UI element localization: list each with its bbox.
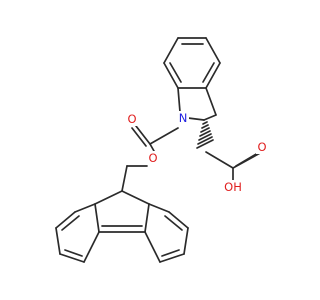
indoline-pyrrolidine-ring: [177, 87, 217, 121]
atom-label-o-ester: O: [147, 151, 159, 165]
chemical-structure-diagram: N O O O OH: [55, 37, 268, 263]
hashed-wedge-bond: [196, 121, 214, 149]
carbamate-linkage: [121, 125, 179, 192]
carbonyl-oxygen-label: O: [127, 112, 136, 126]
atom-label-n: N: [177, 111, 189, 125]
atom-label-o-acid: O: [256, 140, 268, 154]
hydroxyl-label: OH: [224, 180, 242, 194]
atom-label-oh: OH: [223, 180, 243, 194]
ester-oxygen-label: O: [148, 151, 157, 165]
acid-carbonyl-oxygen-label: O: [257, 140, 266, 154]
nitrogen-label: N: [179, 111, 188, 125]
indoline-benzene-ring: [163, 37, 221, 89]
atom-label-o-carbonyl: O: [126, 112, 138, 126]
fluorenyl-group: [55, 190, 189, 263]
